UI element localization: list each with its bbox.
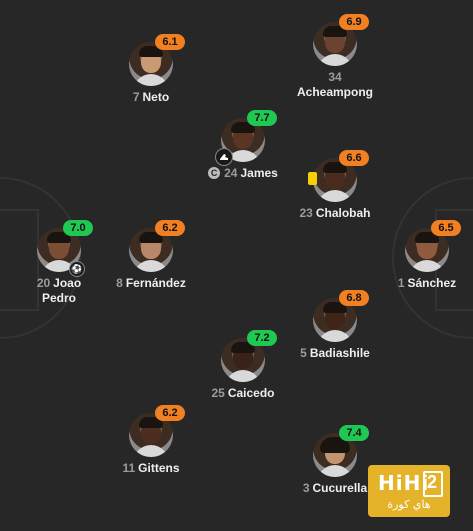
rating-badge: 7.2: [247, 330, 277, 346]
hihi2-watermark-logo: HiHi 2 هاي كورة: [368, 465, 450, 517]
rating-badge: 6.6: [339, 150, 369, 166]
player-avatar: [405, 228, 449, 272]
rating-badge: 6.1: [155, 34, 185, 50]
player-avatar: [221, 338, 265, 382]
rating-badge: 6.2: [155, 220, 185, 236]
rating-badge: 6.8: [339, 290, 369, 306]
rating-badge: 7.4: [339, 425, 369, 441]
rating-badge: 6.9: [339, 14, 369, 30]
captain-icon: C: [208, 167, 221, 179]
rating-badge: 7.7: [247, 110, 277, 126]
player-avatar: [129, 413, 173, 457]
goal-ball-icon: ⚽: [69, 261, 85, 277]
boot-assist-icon: [215, 148, 233, 166]
yellow-card-icon: [308, 172, 317, 185]
rating-badge: 6.5: [431, 220, 461, 236]
player-avatar: [313, 433, 357, 477]
rating-badge: 7.0: [63, 220, 93, 236]
rating-badge: 6.2: [155, 405, 185, 421]
